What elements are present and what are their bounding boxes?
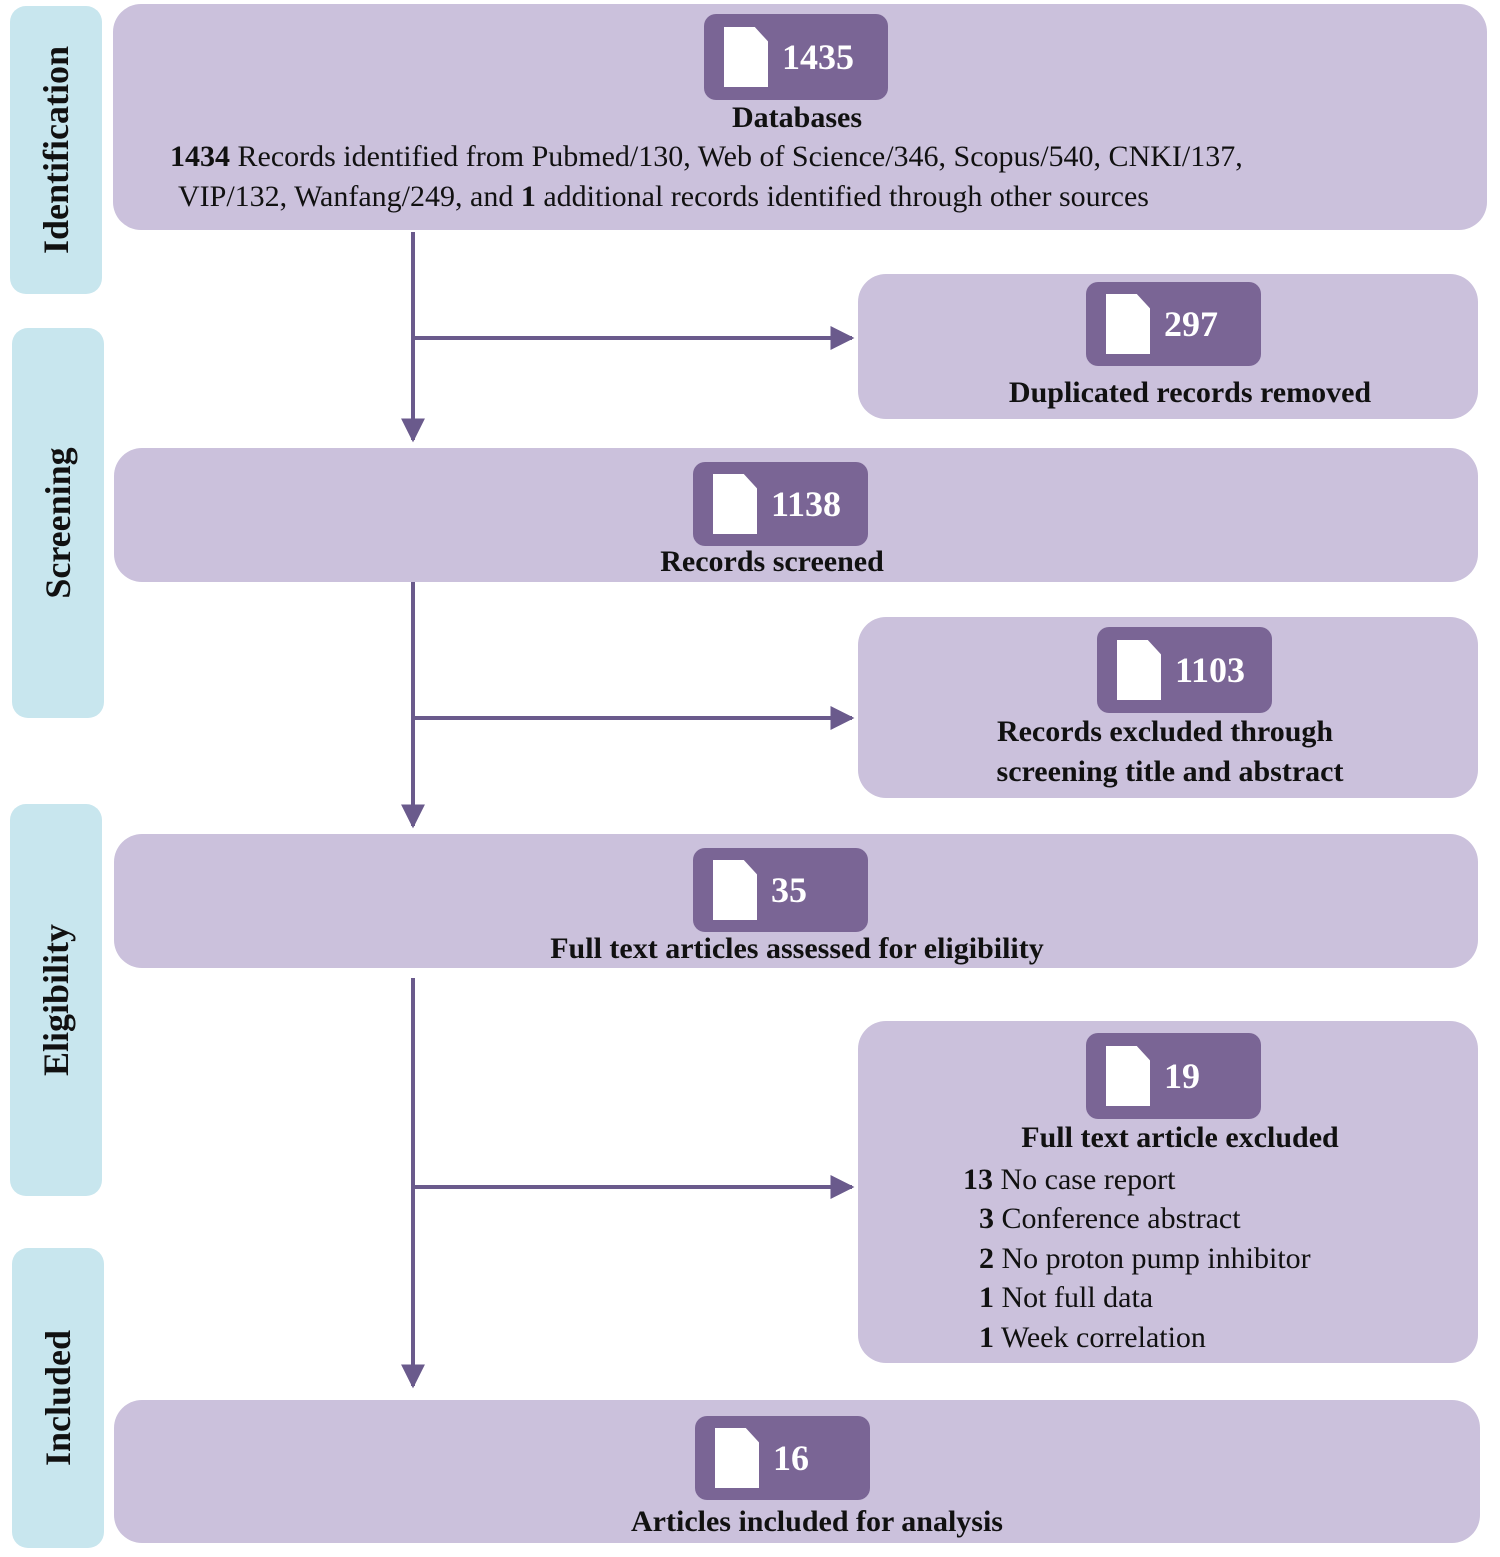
document-icon: [1106, 294, 1150, 354]
stage-included: Included: [12, 1248, 104, 1548]
exclusion-reason-text: Week correlation: [994, 1321, 1206, 1354]
document-icon: [715, 1428, 759, 1488]
exclusion-reason-count: 3: [979, 1202, 994, 1235]
screened-count-badge: 1138: [693, 462, 868, 546]
identification-other-text: additional records identified through ot…: [535, 180, 1149, 213]
exclusion-reason-count: 2: [979, 1242, 994, 1275]
stage-screening: Screening: [12, 328, 104, 718]
excluded-screening-label-line1: Records excluded through: [996, 715, 1334, 748]
exclusion-reason-text: No case report: [993, 1163, 1176, 1196]
exclusion-reason-count: 1: [979, 1321, 994, 1354]
exclusion-reason-text: Conference abstract: [994, 1202, 1241, 1235]
exclusion-reason: 2 No proton pump inhibitor: [979, 1239, 1311, 1279]
screened-label: Records screened: [660, 545, 884, 578]
screened-count: 1138: [771, 484, 842, 524]
document-icon: [713, 474, 757, 534]
fulltext-count: 35: [771, 870, 807, 910]
identification-count: 1435: [782, 37, 854, 77]
fulltext-excluded-count-badge: 19: [1086, 1033, 1261, 1119]
document-icon: [1106, 1046, 1150, 1106]
identification-detail-line2: VIP/132, Wanfang/249, and 1 additional r…: [178, 177, 1149, 217]
identification-db-count: 1434: [170, 140, 230, 173]
duplicates-count: 297: [1164, 304, 1218, 344]
exclusion-reason-count: 13: [963, 1163, 993, 1196]
duplicates-count-badge: 297: [1086, 282, 1261, 366]
exclusion-reason-count: 1: [979, 1281, 994, 1314]
fulltext-label: Full text articles assessed for eligibil…: [550, 932, 1044, 965]
fulltext-count-badge: 35: [693, 848, 868, 932]
excluded-screening-count: 1103: [1175, 650, 1246, 690]
stage-identification: Identification: [10, 6, 102, 294]
stage-eligibility: Eligibility: [10, 804, 102, 1196]
duplicates-label: Duplicated records removed: [1008, 376, 1372, 409]
identification-detail-line1: 1434 Records identified from Pubmed/130,…: [170, 137, 1243, 177]
exclusion-reason: 1 Not full data: [979, 1278, 1153, 1318]
exclusion-reason: 1 Week correlation: [979, 1318, 1206, 1358]
identification-db-text2: VIP/132, Wanfang/249, and: [178, 180, 521, 213]
exclusion-reason: 13 No case report: [963, 1160, 1175, 1200]
excluded-screening-label-line2: screening title and abstract: [996, 755, 1344, 788]
exclusion-reason-text: No proton pump inhibitor: [994, 1242, 1311, 1275]
document-icon: [1117, 640, 1161, 700]
included-count: 16: [773, 1438, 809, 1478]
identification-count-badge: 1435: [704, 14, 888, 100]
included-label: Articles included for analysis: [631, 1505, 1003, 1538]
included-count-badge: 16: [695, 1416, 870, 1500]
document-icon: [724, 27, 768, 87]
identification-db-text: Records identified from Pubmed/130, Web …: [230, 140, 1243, 173]
identification-label: Databases: [731, 101, 862, 134]
identification-other-count: 1: [520, 180, 536, 213]
exclusion-reason: 3 Conference abstract: [979, 1199, 1241, 1239]
fulltext-excluded-count: 19: [1164, 1056, 1200, 1096]
document-icon: [713, 860, 757, 920]
fulltext-excluded-label: Full text article excluded: [1021, 1121, 1339, 1154]
excluded-screening-count-badge: 1103: [1097, 627, 1272, 713]
exclusion-reason-text: Not full data: [994, 1281, 1154, 1314]
